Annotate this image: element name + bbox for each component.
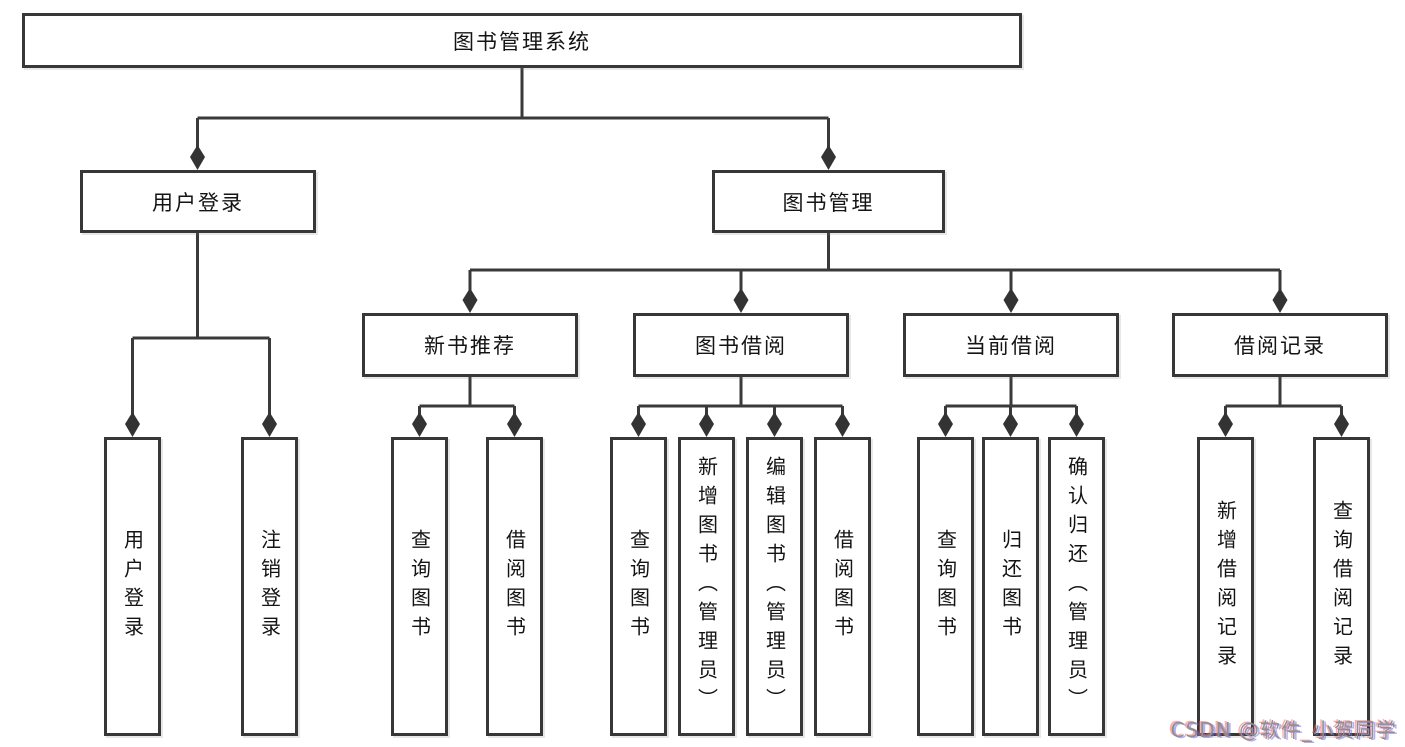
leaf-borrow-books-label: 借阅图书 (830, 528, 855, 645)
node-book-management-label: 图书管理 (782, 190, 875, 215)
leaf-add-borrow-record: 新增借阅记录 (1197, 437, 1254, 736)
node-borrow-records: 借阅记录 (1172, 313, 1388, 377)
leaf-add-book-admin-label: 新增图书（管理员） (694, 456, 719, 717)
leaf-query-books-borrow-label: 查询图书 (626, 528, 651, 645)
leaf-logout: 注销登录 (241, 437, 298, 736)
leaf-borrow-books-recommend-label: 借阅图书 (502, 528, 527, 645)
leaf-confirm-return-admin-label: 确认归还（管理员） (1064, 456, 1089, 717)
node-user-login-label: 用户登录 (152, 190, 244, 215)
leaf-query-books-recommend: 查询图书 (391, 437, 448, 736)
leaf-query-books-current: 查询图书 (917, 437, 974, 736)
leaf-borrow-books: 借阅图书 (814, 437, 871, 736)
leaf-query-books-recommend-label: 查询图书 (407, 528, 432, 645)
node-root-label: 图书管理系统 (453, 29, 591, 54)
leaf-query-borrow-record: 查询借阅记录 (1313, 437, 1370, 736)
leaf-query-borrow-record-label: 查询借阅记录 (1329, 499, 1354, 674)
node-root-system: 图书管理系统 (22, 13, 1022, 68)
leaf-user-login: 用户登录 (104, 437, 161, 736)
node-new-book-recommend-label: 新书推荐 (424, 334, 516, 358)
node-user-login: 用户登录 (80, 170, 316, 233)
leaf-query-books-current-label: 查询图书 (933, 528, 958, 645)
node-borrow-records-label: 借阅记录 (1234, 334, 1326, 358)
leaf-logout-label: 注销登录 (257, 528, 282, 645)
leaf-return-book: 归还图书 (982, 437, 1039, 736)
leaf-add-borrow-record-label: 新增借阅记录 (1213, 499, 1238, 674)
leaf-edit-book-admin-label: 编辑图书（管理员） (762, 456, 787, 717)
node-book-borrow: 图书借阅 (633, 313, 849, 377)
leaf-add-book-admin: 新增图书（管理员） (678, 437, 735, 736)
leaf-query-books-borrow: 查询图书 (610, 437, 667, 736)
node-new-book-recommend: 新书推荐 (362, 313, 578, 377)
node-current-borrow-label: 当前借阅 (965, 334, 1057, 358)
node-current-borrow: 当前借阅 (903, 313, 1119, 377)
leaf-borrow-books-recommend: 借阅图书 (486, 437, 543, 736)
csdn-watermark: CSDN @软件_小贺同学 (1170, 718, 1397, 742)
leaf-edit-book-admin: 编辑图书（管理员） (746, 437, 803, 736)
leaf-return-book-label: 归还图书 (998, 528, 1023, 645)
node-book-management: 图书管理 (712, 170, 945, 233)
leaf-user-login-label: 用户登录 (120, 528, 145, 645)
leaf-confirm-return-admin: 确认归还（管理员） (1048, 437, 1105, 736)
arrowhead-icons (125, 145, 1349, 437)
node-book-borrow-label: 图书借阅 (695, 334, 787, 358)
